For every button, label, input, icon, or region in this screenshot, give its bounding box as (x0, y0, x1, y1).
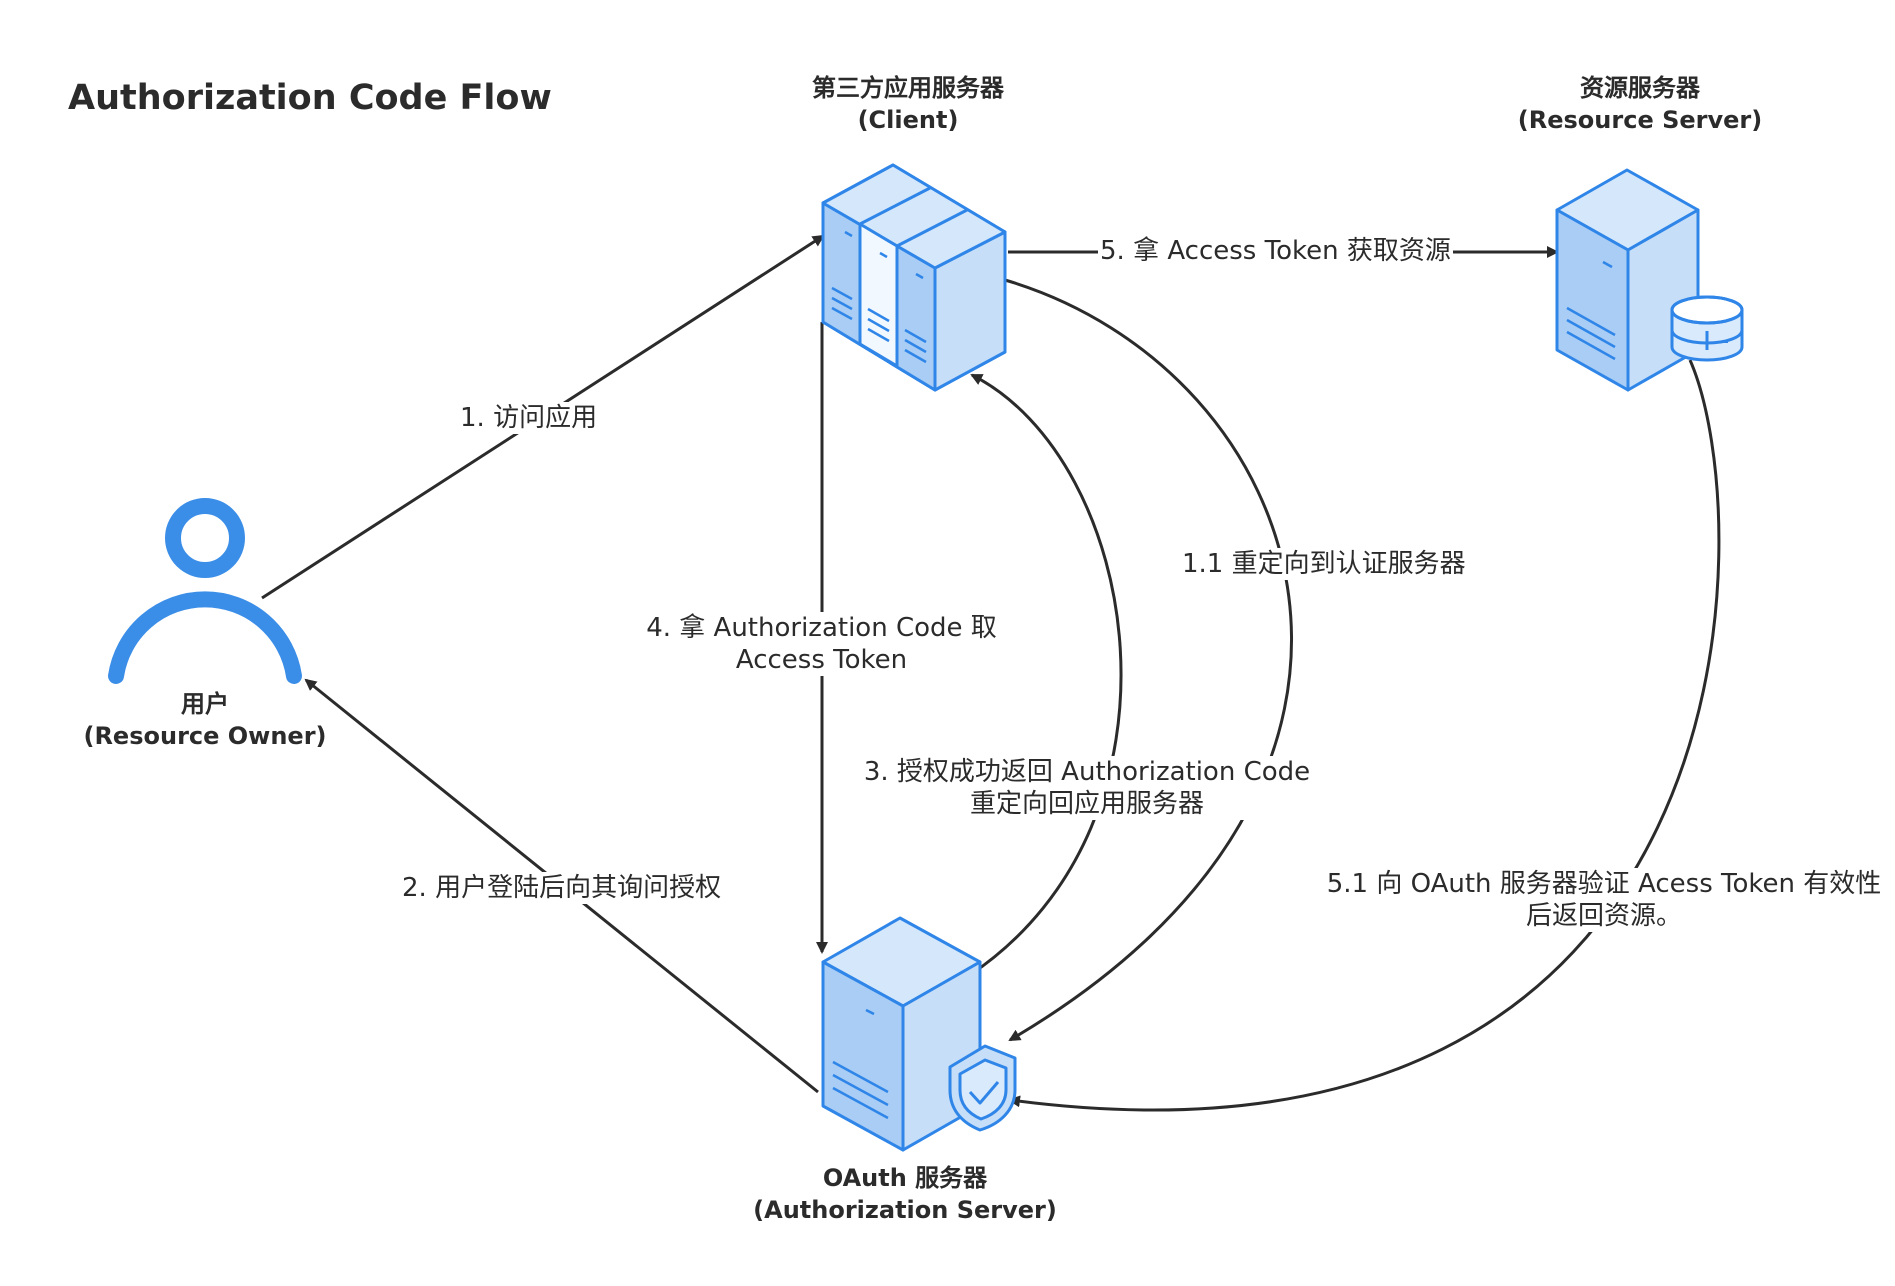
edge-5-label: 5. 拿 Access Token 获取资源 (1098, 235, 1453, 267)
edge-3-label: 3. 授权成功返回 Authorization Code 重定向回应用服务器 (860, 756, 1314, 820)
edge-5-1-label: 5.1 向 OAuth 服务器验证 Acess Token 有效性 后返回资源。 (1322, 868, 1886, 932)
edge-1-1-arrow (1004, 278, 1293, 1042)
edge-4-label: 4. 拿 Authorization Code 取 Access Token (642, 612, 1001, 676)
edge-2-label: 2. 用户登陆后向其询问授权 (400, 872, 724, 904)
edge-3-text-line1: 3. 授权成功返回 Authorization Code (863, 757, 1311, 787)
edge-1-1-text: 1.1 重定向到认证服务器 (1182, 549, 1466, 579)
user-name: 用户 (181, 690, 229, 718)
resource-server-label: 资源服务器 (Resource Server) (1510, 72, 1770, 136)
user-role: (Resource Owner) (83, 722, 327, 750)
edge-5-text: 5. 拿 Access Token 获取资源 (1100, 236, 1451, 266)
edge-1-1-label: 1.1 重定向到认证服务器 (1180, 548, 1468, 580)
user-icon (108, 498, 302, 684)
server-cluster-icon (821, 163, 1007, 392)
edge-5-1-arrow (1008, 359, 1721, 1112)
user-label: 用户 (Resource Owner) (80, 688, 330, 752)
resource-server-name: 资源服务器 (1580, 74, 1700, 102)
resource-server-role: (Resource Server) (1517, 106, 1763, 134)
client-name: 第三方应用服务器 (812, 74, 1004, 102)
edge-1-label: 1. 访问应用 (458, 402, 600, 434)
edge-3-arrow (969, 373, 1123, 977)
edge-1-text: 1. 访问应用 (460, 403, 598, 433)
auth-server-role: (Authorization Server) (753, 1196, 1057, 1224)
auth-server-label: OAuth 服务器 (Authorization Server) (740, 1162, 1070, 1226)
edge-2-text: 2. 用户登陆后向其询问授权 (402, 873, 722, 903)
database-server-icon (1555, 168, 1744, 392)
edge-5-1-text-line1: 5.1 向 OAuth 服务器验证 Acess Token 有效性 (1326, 869, 1882, 899)
edge-4-text-line1: 4. 拿 Authorization Code 取 (646, 613, 997, 643)
diagram-title: Authorization Code Flow (68, 78, 552, 118)
edge-3-text-line2: 重定向回应用服务器 (969, 789, 1204, 819)
shield-server-icon (821, 916, 1017, 1152)
edge-5-1-text-line2: 后返回资源。 (1525, 901, 1682, 931)
client-role: (Client) (857, 106, 959, 134)
client-label: 第三方应用服务器 (Client) (788, 72, 1028, 136)
auth-server-name: OAuth 服务器 (822, 1164, 988, 1192)
edge-4-text-line2: Access Token (735, 645, 908, 675)
